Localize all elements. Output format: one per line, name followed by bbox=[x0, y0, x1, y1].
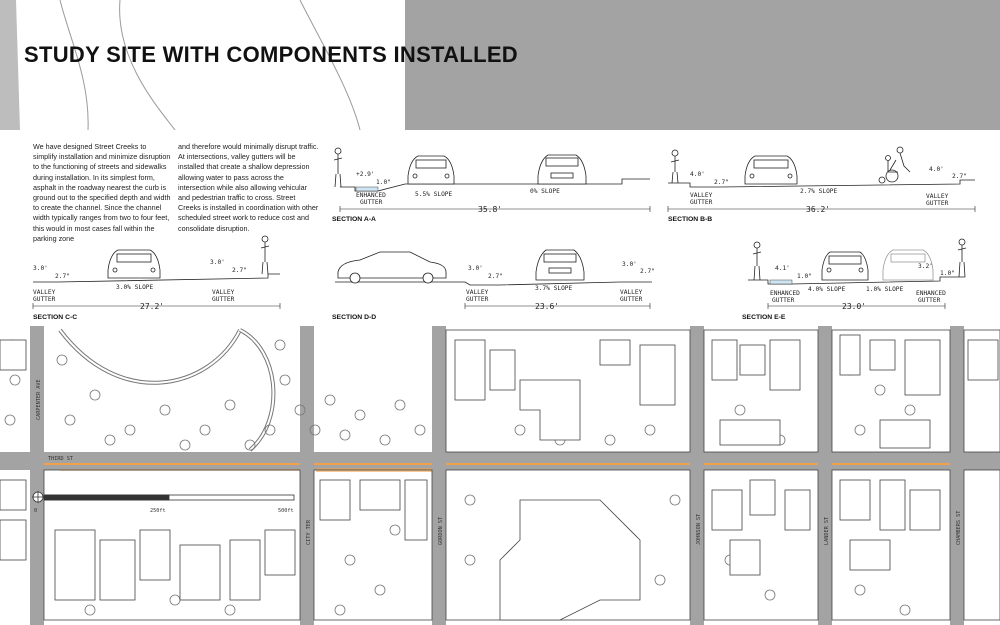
info-panel bbox=[24, 130, 1000, 326]
description-col-2: and therefore would minimally disrupt tr… bbox=[178, 142, 319, 233]
page-title: STUDY SITE WITH COMPONENTS INSTALLED bbox=[24, 42, 518, 67]
description-col-1: We have designed Street Creeks to simpli… bbox=[33, 142, 171, 243]
